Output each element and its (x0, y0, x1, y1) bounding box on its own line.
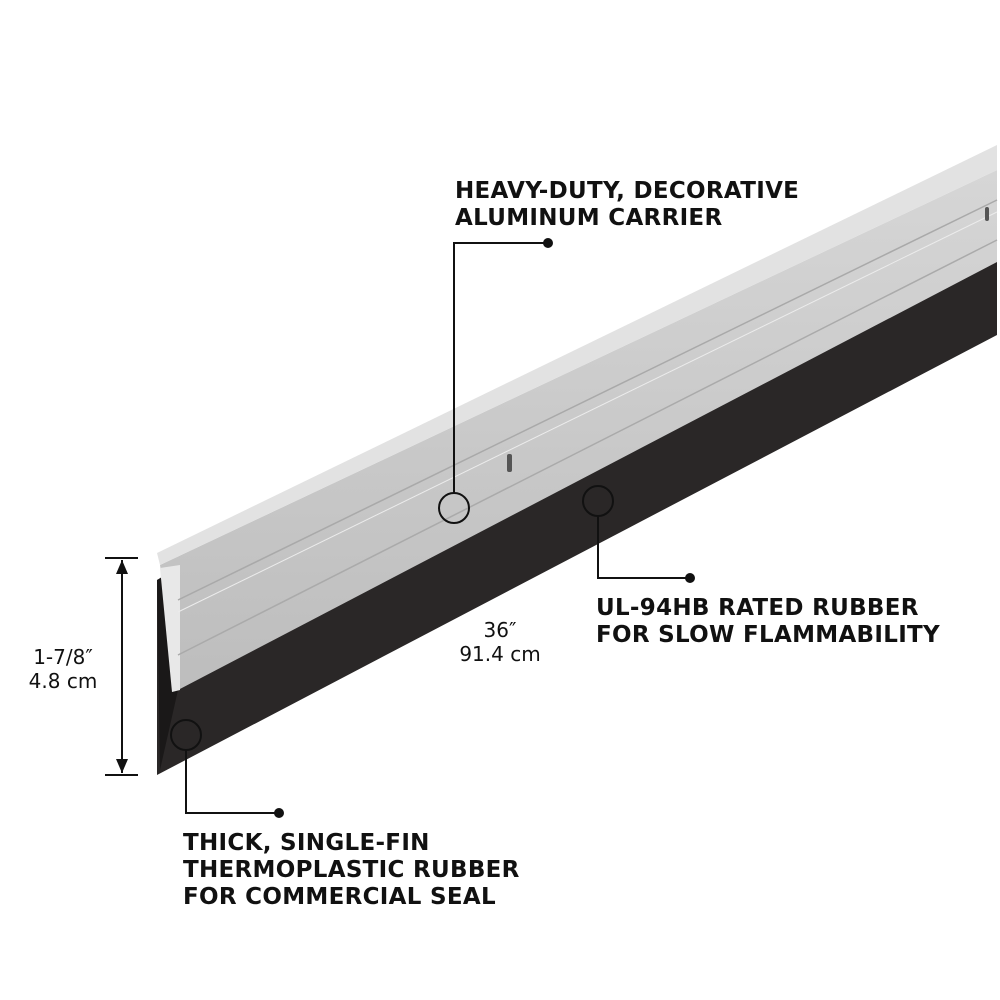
length-dimension: 36″ 91.4 cm (445, 618, 555, 666)
dimension-imperial: 1-7/8″ (33, 645, 93, 669)
slot (985, 207, 989, 221)
callout-line: THICK, SINGLE-FIN (183, 830, 430, 856)
callout-line: HEAVY-DUTY, DECORATIVE (455, 178, 800, 204)
callout-carrier: HEAVY-DUTY, DECORATIVE ALUMINUM CARRIER (455, 178, 799, 232)
aluminum-end (160, 565, 180, 692)
callout-line: UL-94HB RATED RUBBER (596, 595, 919, 621)
callout-line: ALUMINUM CARRIER (455, 205, 723, 231)
callout-line: THERMOPLASTIC RUBBER (183, 857, 520, 883)
aluminum-top (157, 145, 997, 565)
dimension-metric: 91.4 cm (459, 642, 541, 666)
callout-rated-rubber: UL-94HB RATED RUBBER FOR SLOW FLAMMABILI… (596, 595, 940, 649)
height-dimension: 1-7/8″ 4.8 cm (22, 645, 104, 693)
aluminum-front (160, 170, 997, 690)
dimension-imperial: 36″ (483, 618, 517, 642)
callout-line: FOR COMMERCIAL SEAL (183, 884, 496, 910)
dimension-metric: 4.8 cm (28, 669, 98, 693)
callout-line: FOR SLOW FLAMMABILITY (596, 622, 940, 648)
slot (507, 454, 512, 472)
rubber-fin (157, 240, 997, 775)
callout-fin-rubber: THICK, SINGLE-FIN THERMOPLASTIC RUBBER F… (183, 830, 520, 911)
